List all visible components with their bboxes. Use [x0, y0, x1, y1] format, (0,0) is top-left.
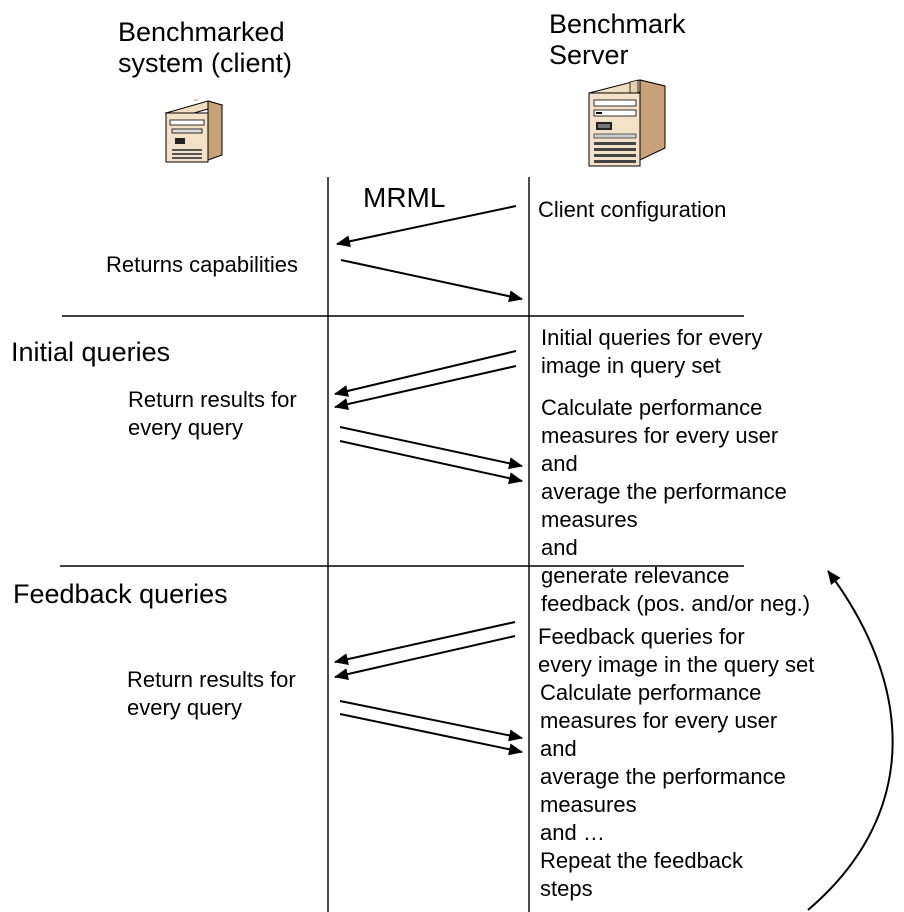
initial-client-notes: Return results for every query [128, 386, 297, 442]
feedback-server-note: measures [540, 792, 637, 817]
initial-server-note: and [541, 451, 578, 476]
protocol-label: MRML [363, 182, 446, 213]
client-configuration-note: Client configuration [538, 197, 727, 222]
feedback-server-note: Feedback queries for [538, 624, 745, 649]
client-label-line-1: Benchmarked [118, 17, 285, 47]
feedback-query-arrow-2 [334, 635, 516, 680]
initial-server-note: Calculate performance [541, 395, 763, 420]
feedback-result-arrow-2 [339, 713, 523, 756]
feedback-server-note: measures for every user [540, 708, 778, 733]
initial-server-note: average the performance [541, 479, 787, 504]
feedback-queries-title: Feedback queries [13, 579, 228, 609]
feedback-server-notes: Feedback queries for every image in the … [538, 623, 814, 903]
returns-capabilities-note: Returns capabilities [106, 252, 298, 277]
initial-server-note: generate relevance [541, 563, 730, 588]
server-label-line-1: Benchmark [549, 9, 686, 39]
repeat-loop-arrow [807, 570, 894, 911]
client-label-line-2: system (client) [118, 48, 293, 78]
feedback-server-note: average the performance [540, 764, 786, 789]
feedback-client-note: Return results for [127, 667, 296, 692]
server-label-line-2: Server [549, 40, 629, 70]
feedback-client-notes: Return results for every query [127, 666, 296, 722]
initial-client-note: every query [128, 415, 243, 440]
initial-query-arrow-1 [334, 350, 517, 397]
initial-server-note: measures [541, 507, 638, 532]
initial-server-note: Initial queries for every [541, 325, 763, 350]
initial-result-arrow-2 [339, 440, 523, 485]
feedback-server-note: and [540, 736, 577, 761]
capabilities-arrow [340, 259, 523, 303]
server-column-label: Benchmark Server [549, 9, 686, 70]
feedback-client-note: every query [127, 695, 242, 720]
initial-server-note: and [541, 535, 578, 560]
feedback-query-arrow-1 [334, 621, 516, 666]
benchmark-server-tower-icon [588, 79, 666, 167]
feedback-server-note: Repeat the feedback [540, 848, 744, 873]
feedback-server-note: steps [540, 876, 593, 901]
feedback-server-note: every image in the query set [538, 652, 815, 677]
initial-server-note: feedback (pos. and/or neg.) [541, 591, 811, 616]
initial-server-notes: Initial queries for every image in query… [541, 324, 810, 618]
initial-queries-title: Initial queries [11, 337, 171, 367]
feedback-server-note: and … [540, 820, 605, 845]
initial-result-arrow-1 [339, 426, 523, 470]
initial-query-arrow-2 [334, 365, 517, 410]
client-column-label: Benchmarked system (client) [118, 17, 293, 78]
initial-server-note: measures for every user [541, 423, 779, 448]
initial-server-note: image in query set [541, 353, 721, 378]
config-arrow [336, 205, 517, 248]
initial-client-note: Return results for [128, 387, 297, 412]
feedback-result-arrow-1 [339, 700, 523, 742]
client-server-tower-icon [164, 99, 224, 163]
feedback-server-note: Calculate performance [540, 680, 762, 705]
